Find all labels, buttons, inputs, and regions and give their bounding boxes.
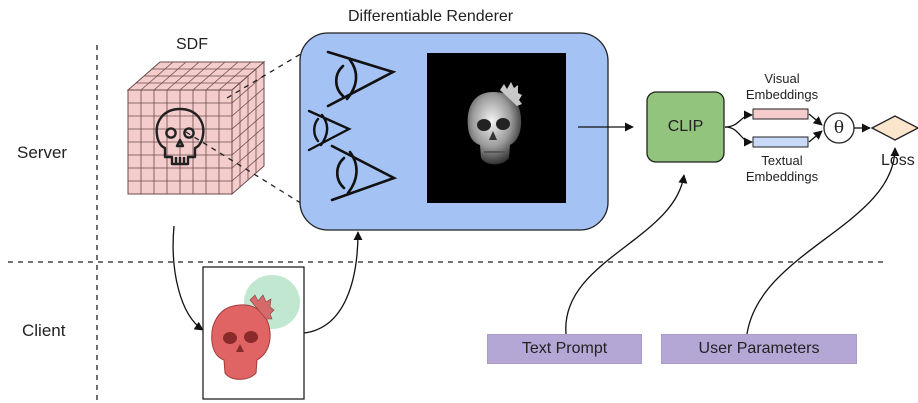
- user-parameters-box[interactable]: User Parameters: [661, 334, 857, 364]
- text-prompt-label: Text Prompt: [521, 340, 608, 357]
- cube-grid-line: [218, 61, 252, 91]
- skull-render: [467, 82, 522, 165]
- textual-embedding-bar: [752, 136, 809, 148]
- skull-preview: [211, 275, 300, 380]
- arrow-to-client: [172, 225, 204, 331]
- renderer-title: Differentiable Renderer: [348, 8, 514, 25]
- arrow-text-prompt-to-clip: [565, 174, 688, 335]
- client-row-label: Client: [22, 321, 66, 340]
- textual-embeddings-text: Textual Embeddings: [745, 153, 819, 184]
- eye-icon: [307, 109, 352, 152]
- cube-grid-line: [205, 61, 239, 91]
- similarity-symbol: θ: [833, 118, 845, 138]
- user-parameters-label: User Parameters: [698, 340, 820, 357]
- cube-grid-line: [231, 100, 265, 130]
- visual-embeddings-text: Visual Embeddings: [745, 71, 819, 102]
- visual-embeddings-label: Visual Embeddings: [735, 71, 829, 103]
- clip-box: [646, 91, 725, 163]
- projection-line: [185, 131, 305, 206]
- arrow-to-similarity: [808, 113, 823, 126]
- sdf-label: SDF: [176, 36, 208, 53]
- cube-grid-line: [166, 61, 200, 91]
- loss-diamond: [870, 115, 918, 141]
- projection-line: [226, 51, 305, 99]
- arrow-to-similarity: [808, 130, 823, 143]
- clip-label: CLIP: [667, 118, 704, 135]
- arrow-to-renderer: [303, 231, 363, 334]
- textual-embeddings-label: Textual Embeddings: [735, 153, 829, 185]
- skull-icon: [155, 107, 205, 166]
- visual-embedding-bar: [752, 108, 809, 120]
- arrow-user-params-to-loss: [746, 147, 900, 335]
- arrow-visual-embedding: [724, 110, 753, 128]
- text-prompt-box[interactable]: Text Prompt: [487, 334, 642, 364]
- cube-grid-line: [231, 74, 265, 104]
- cube-grid-line: [231, 113, 265, 143]
- cube-grid-line: [153, 61, 187, 91]
- eye-icon: [326, 50, 397, 108]
- eye-icon: [330, 144, 398, 202]
- cube-grid-line: [231, 126, 265, 156]
- cube-grid-line: [179, 61, 213, 91]
- loss-label: Loss: [881, 152, 915, 169]
- arrow-textual-embedding: [724, 126, 753, 147]
- cube-grid-line: [231, 152, 265, 182]
- sdf-cube: [126, 60, 266, 196]
- server-row-label: Server: [17, 143, 68, 162]
- cube-grid-line: [231, 87, 265, 117]
- cube-grid-line: [140, 61, 174, 91]
- cube-grid-line: [192, 61, 226, 91]
